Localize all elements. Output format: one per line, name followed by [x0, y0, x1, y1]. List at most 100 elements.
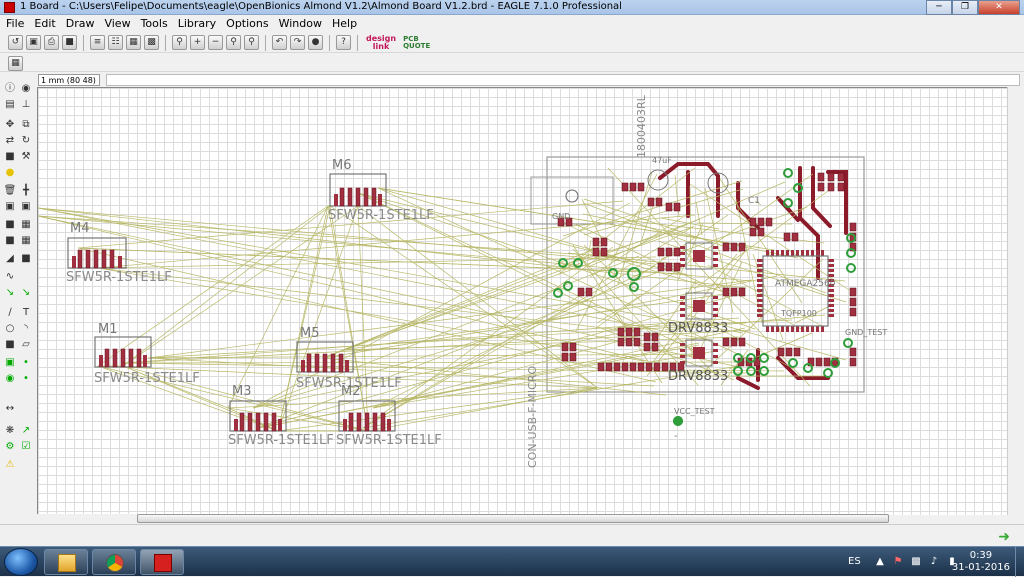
- slice-icon[interactable]: ■: [21, 253, 31, 264]
- battery-icon[interactable]: ▮: [949, 556, 955, 567]
- airwire: [557, 167, 696, 276]
- arc-icon[interactable]: ◝: [24, 323, 28, 334]
- network-icon[interactable]: ▩: [911, 556, 921, 567]
- copy-icon[interactable]: ⧉: [22, 119, 30, 130]
- print-icon[interactable]: ⎙: [44, 35, 59, 50]
- text-icon[interactable]: T: [22, 307, 30, 318]
- menu-window[interactable]: Window: [278, 17, 322, 30]
- airwire: [252, 255, 640, 409]
- lock-icon[interactable]: ■: [5, 219, 15, 230]
- grid-icon[interactable]: ▦: [8, 56, 23, 71]
- ulp-icon[interactable]: ☷: [108, 35, 123, 50]
- ratsnest-icon[interactable]: ❋: [5, 425, 15, 436]
- menu-tools[interactable]: Tools: [140, 17, 168, 30]
- horizontal-scroll-thumb[interactable]: [137, 514, 889, 523]
- menu-draw[interactable]: Draw: [65, 17, 95, 30]
- menu-edit[interactable]: Edit: [34, 17, 56, 30]
- drc-icon[interactable]: ☑: [21, 441, 31, 452]
- ripup-icon[interactable]: ↘: [21, 287, 31, 298]
- stop-icon[interactable]: ●: [308, 35, 323, 50]
- zoom-select-icon[interactable]: ⚲: [244, 35, 259, 50]
- value-icon[interactable]: ▣: [21, 201, 31, 212]
- show-icon[interactable]: ◉: [21, 83, 31, 94]
- name-icon[interactable]: ▣: [5, 201, 15, 212]
- group-icon[interactable]: ■: [5, 151, 15, 162]
- airwire: [97, 267, 638, 333]
- rotate-icon[interactable]: ↻: [21, 135, 31, 146]
- open-icon[interactable]: ↺: [8, 35, 23, 50]
- minimize-button[interactable]: ─: [926, 0, 952, 15]
- connector-pin: [306, 353, 312, 373]
- autorouter-icon[interactable]: ↗: [21, 425, 31, 436]
- vertical-scrollbar[interactable]: [1007, 87, 1024, 515]
- command-input[interactable]: [106, 74, 1020, 86]
- menu-library[interactable]: Library: [177, 17, 217, 30]
- go-icon[interactable]: ➜: [998, 529, 1010, 545]
- split-icon[interactable]: ■: [5, 235, 15, 246]
- coordinate-readout: 1 mm (80 48): [38, 74, 100, 86]
- polygon-icon[interactable]: ▱: [22, 339, 30, 350]
- taskbar-eagle[interactable]: [140, 549, 184, 575]
- cam-processor-icon[interactable]: ■: [62, 35, 77, 50]
- hole-icon[interactable]: ◉: [5, 373, 15, 384]
- airwire: [327, 205, 369, 432]
- action-center-icon[interactable]: ⚑: [893, 556, 903, 567]
- zoom-out-icon[interactable]: −: [208, 35, 223, 50]
- errors-icon[interactable]: ⚠: [5, 459, 15, 470]
- script-icon[interactable]: ≡: [90, 35, 105, 50]
- menu-options[interactable]: Options: [226, 17, 269, 30]
- mark-icon[interactable]: ⊥: [21, 99, 31, 110]
- system-clock[interactable]: 0:39 31-01-2016: [952, 550, 1010, 574]
- taskbar-chrome[interactable]: [92, 549, 136, 575]
- smash-icon[interactable]: ▦: [21, 219, 31, 230]
- circle-icon[interactable]: ○: [5, 323, 15, 334]
- help-icon[interactable]: ?: [336, 35, 351, 50]
- display-icon[interactable]: ▤: [5, 99, 15, 110]
- info-icon[interactable]: ⓘ: [5, 83, 15, 94]
- change-icon[interactable]: ⚒: [21, 151, 31, 162]
- start-button[interactable]: [4, 548, 38, 576]
- delete-icon[interactable]: 🗑: [3, 185, 17, 196]
- wire-icon[interactable]: ∕: [8, 307, 12, 318]
- rect-icon[interactable]: ■: [5, 339, 15, 350]
- board-icon[interactable]: ▩: [144, 35, 159, 50]
- designlink-button[interactable]: design link: [366, 33, 397, 51]
- close-button[interactable]: ✕: [978, 0, 1020, 15]
- optimize-icon[interactable]: ▦: [21, 235, 31, 246]
- schematic-icon[interactable]: ▦: [126, 35, 141, 50]
- redo-icon[interactable]: ↷: [290, 35, 305, 50]
- attribute-icon[interactable]: •: [23, 373, 29, 384]
- horizontal-scrollbar[interactable]: [37, 514, 889, 524]
- notification-icon[interactable]: ▲: [876, 556, 884, 567]
- zoom-redraw-icon[interactable]: ⚲: [226, 35, 241, 50]
- menu-view[interactable]: View: [104, 17, 131, 30]
- paste-icon[interactable]: ●: [5, 167, 15, 178]
- route-icon[interactable]: ↘: [5, 287, 15, 298]
- show-desktop-button[interactable]: [1015, 547, 1024, 577]
- menu-file[interactable]: File: [6, 17, 25, 30]
- meander-icon[interactable]: ∿: [5, 271, 15, 282]
- mirror-icon[interactable]: ⇄: [5, 135, 15, 146]
- move-icon[interactable]: ✥: [5, 119, 15, 130]
- zoom-fit-icon[interactable]: ⚲: [172, 35, 187, 50]
- miter-icon[interactable]: ◢: [6, 253, 14, 264]
- signal-icon[interactable]: •: [23, 357, 29, 368]
- board-canvas[interactable]: M6 SFW5R-1STE1LF M4 SFW5R-1STE1LF M1 SFW…: [37, 87, 1007, 515]
- zoom-in-icon[interactable]: +: [190, 35, 205, 50]
- save-icon[interactable]: ▣: [26, 35, 41, 50]
- follow-me-icon[interactable]: ⚙: [5, 441, 15, 452]
- menu-help[interactable]: Help: [331, 17, 358, 30]
- connector-pin: [239, 412, 245, 432]
- undo-icon[interactable]: ↶: [272, 35, 287, 50]
- volume-icon[interactable]: ♪: [930, 556, 938, 567]
- language-indicator[interactable]: ES: [848, 556, 861, 567]
- add-icon[interactable]: ╋: [22, 185, 30, 196]
- dimension-icon[interactable]: ↔: [5, 403, 15, 414]
- via-icon[interactable]: ▣: [5, 357, 15, 368]
- airwire: [252, 304, 599, 409]
- airwire: [357, 205, 369, 432]
- restore-button[interactable]: ❐: [952, 0, 978, 15]
- smd-pad: [849, 242, 857, 252]
- pcb-quote-button[interactable]: PCB QUOTE: [403, 34, 431, 50]
- taskbar-explorer[interactable]: [44, 549, 88, 575]
